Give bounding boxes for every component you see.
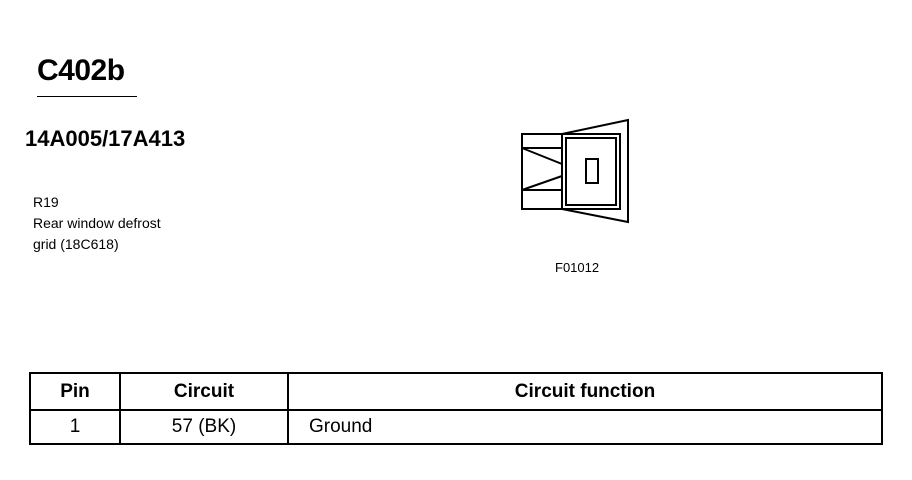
column-header-pin: Pin	[29, 372, 121, 411]
component-ref: R19	[33, 194, 59, 210]
circuit-function-cell: Ground	[287, 409, 883, 445]
table-header-row: Pin Circuit Circuit function	[29, 372, 883, 411]
column-header-circuit: Circuit	[119, 372, 289, 411]
pin-cell: 1	[29, 409, 121, 445]
pin-table: Pin Circuit Circuit function 1 57 (BK) G…	[29, 372, 883, 445]
connector-id: C402b	[37, 54, 125, 87]
part-numbers: 14A005/17A413	[25, 126, 186, 151]
component-info: R19 Rear window defrost grid (18C618)	[33, 192, 161, 255]
component-name-line2: grid (18C618)	[33, 236, 119, 252]
column-header-circuit-function: Circuit function	[287, 372, 883, 411]
title-underline	[37, 96, 137, 97]
connector-face-icon	[516, 118, 632, 224]
figure-code: F01012	[555, 260, 600, 275]
circuit-cell: 57 (BK)	[119, 409, 289, 445]
component-name-line1: Rear window defrost	[33, 215, 161, 231]
table-row: 1 57 (BK) Ground	[29, 409, 883, 445]
